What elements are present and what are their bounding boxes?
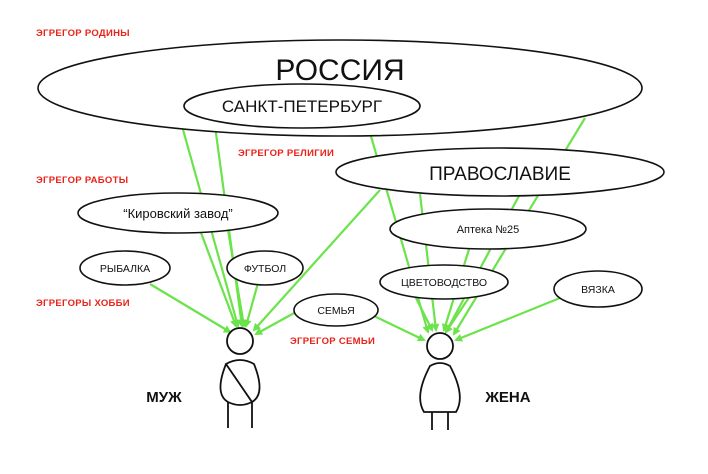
arrow-family-to-husband (254, 311, 297, 335)
node-football: ФУТБОЛ (226, 250, 304, 286)
label-egregor-rodiny: ЭГРЕГОР РОДИНЫ (36, 28, 130, 39)
arrow-knitting-to-wife (454, 296, 561, 342)
node-fishing-label: РЫБАЛКА (100, 263, 150, 275)
label-egregory-hobbi: ЭГРЕГОРЫ ХОББИ (36, 298, 130, 309)
node-orthodoxy-label: ПРАВОСЛАВИЕ (429, 164, 571, 185)
arrow-orthodoxy-to-husband (252, 189, 381, 332)
node-apteka: Аптека №25 (389, 208, 587, 250)
arrow-kirov-to-husband (198, 229, 238, 328)
arrow-flowers-to-wife-2 (444, 295, 471, 334)
label-egregor-semi: ЭГРЕГОР СЕМЬИ (290, 336, 375, 347)
node-kirov: “Кировский завод” (77, 192, 279, 234)
arrow-family-to-wife (373, 315, 426, 342)
node-knitting: ВЯЗКА (553, 270, 643, 308)
node-spb: САНКТ-ПЕТЕРБУРГ (183, 83, 421, 129)
node-spb-label: САНКТ-ПЕТЕРБУРГ (222, 97, 382, 116)
arrow-fishing-to-husband (149, 283, 232, 334)
node-kirov-label: “Кировский завод” (123, 206, 233, 221)
node-football-label: ФУТБОЛ (244, 263, 286, 275)
node-knitting-label: ВЯЗКА (581, 284, 615, 296)
node-apteka-label: Аптека №25 (457, 224, 520, 236)
husband-label: МУЖ (146, 389, 182, 406)
node-orthodoxy: ПРАВОСЛАВИЕ (335, 147, 665, 197)
node-family-label: СЕМЬЯ (317, 305, 354, 317)
wife-figure (419, 332, 461, 430)
label-egregor-religii: ЭГРЕГОР РЕЛИГИИ (238, 148, 334, 159)
node-flowers: ЦВЕТОВОДСТВО (379, 264, 509, 300)
wife-label: ЖЕНА (484, 389, 530, 406)
node-russia-label: РОССИЯ (275, 54, 404, 87)
label-egregor-raboty: ЭГРЕГОР РАБОТЫ (36, 175, 128, 186)
node-fishing: РЫБАЛКА (79, 250, 171, 286)
arrow-flowers-to-wife (414, 295, 433, 332)
node-flowers-label: ЦВЕТОВОДСТВО (401, 277, 487, 289)
node-family: СЕМЬЯ (293, 293, 379, 327)
arrow-football-to-husband (243, 282, 260, 328)
husband-figure (219, 327, 261, 428)
